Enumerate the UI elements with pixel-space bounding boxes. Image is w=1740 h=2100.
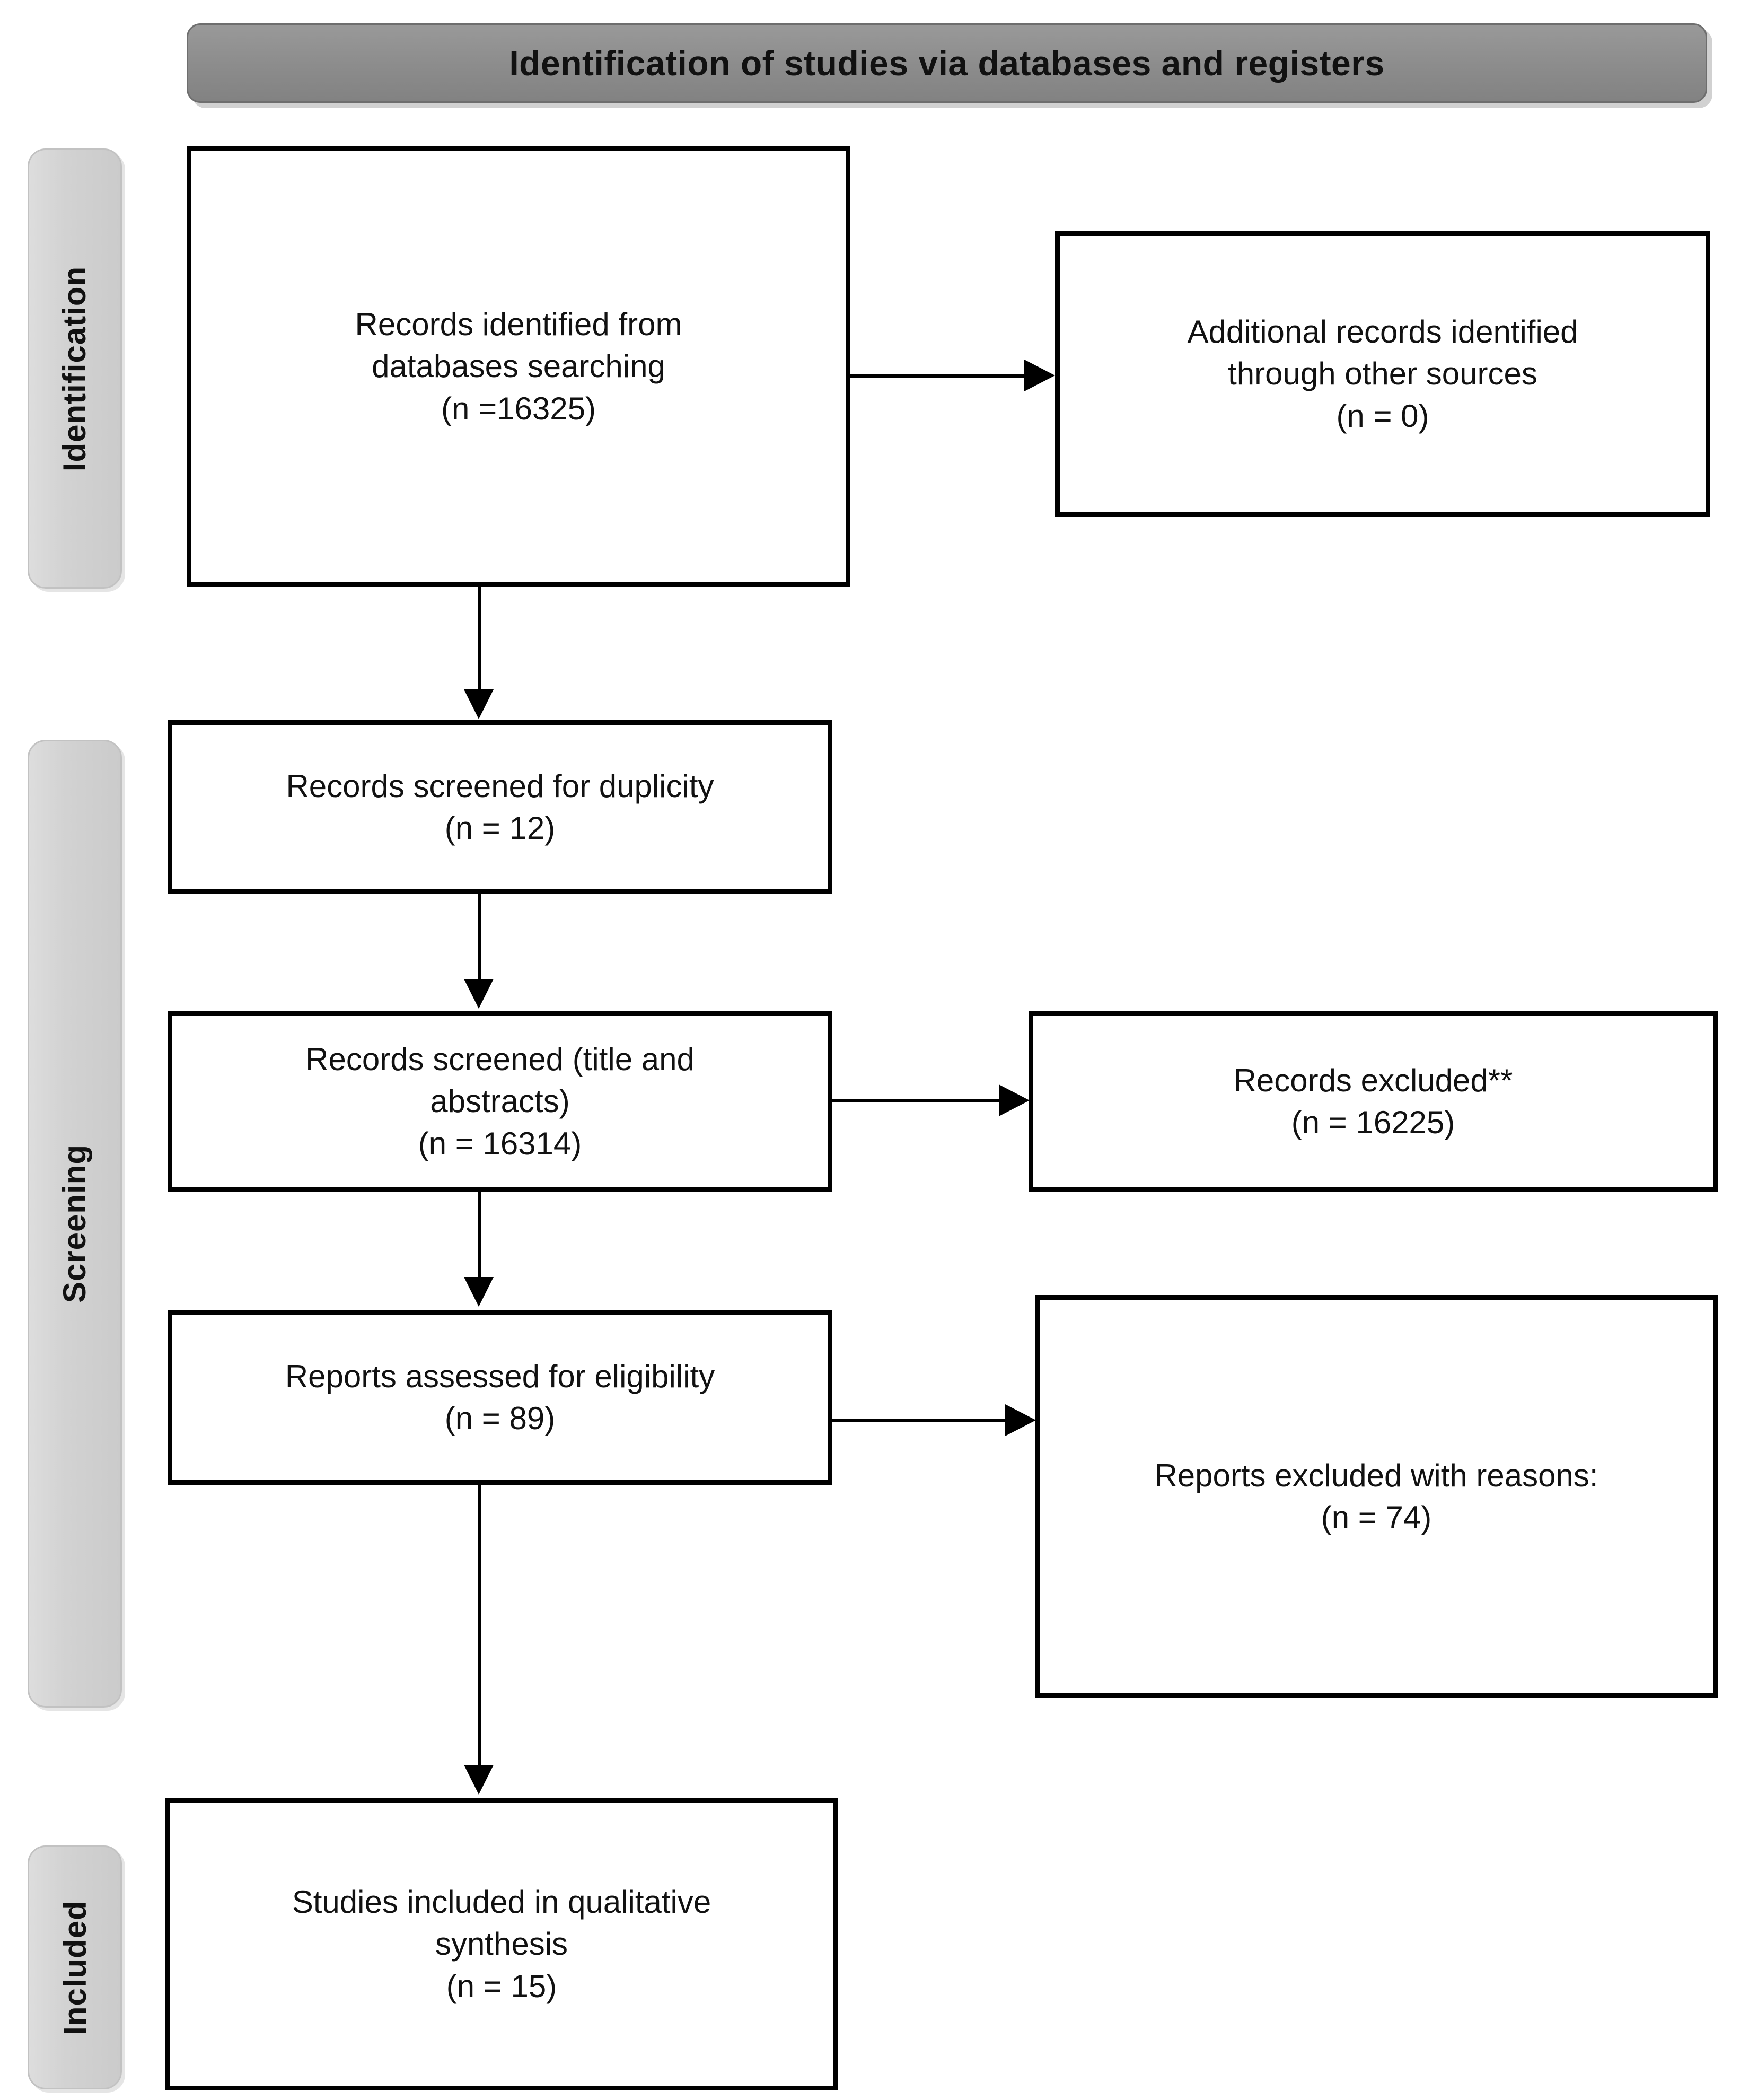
- arrow-down-icon-identified-to-duplicity: [464, 689, 494, 719]
- box-additional-records: Additional records identified through ot…: [1055, 231, 1710, 517]
- box-additional-records-text: Additional records identified through ot…: [1187, 314, 1578, 434]
- stage-pill-identification: Identification: [28, 148, 122, 589]
- arrow-right-icon-eligibility-to-reports-excluded: [1005, 1404, 1036, 1436]
- box-records-screened-title-abstracts: Records screened (title and abstracts) (…: [168, 1011, 832, 1192]
- arrow-down-icon-eligibility-to-included: [464, 1765, 494, 1795]
- stage-pill-screening: Screening: [28, 740, 122, 1708]
- box-records-screened-duplicity-text: Records screened for duplicity (n = 12): [286, 768, 714, 846]
- connector-screened-to-records-excluded-line: [832, 1099, 1000, 1102]
- arrow-right-icon-screened-to-records-excluded: [999, 1084, 1030, 1116]
- connector-duplicity-to-screened-line: [478, 894, 481, 980]
- connector-screened-to-eligibility-line: [478, 1192, 481, 1278]
- box-records-screened-duplicity: Records screened for duplicity (n = 12): [168, 720, 832, 894]
- box-reports-excluded-with-reasons-text: Reports excluded with reasons: (n = 74): [1154, 1457, 1598, 1535]
- arrow-right-icon-identified-to-additional: [1024, 360, 1055, 391]
- box-studies-included-qualitative-synthesis-text: Studies included in qualitative synthesi…: [292, 1884, 711, 2004]
- stage-label-identification: Identification: [57, 266, 93, 471]
- phase-header-title: Identification of studies via databases …: [509, 43, 1385, 83]
- arrow-down-icon-duplicity-to-screened: [464, 979, 494, 1009]
- stage-label-included: Included: [57, 1900, 93, 2035]
- connector-identified-to-duplicity-line: [478, 587, 481, 693]
- stage-pill-included: Included: [28, 1845, 122, 2089]
- box-reports-excluded-with-reasons: Reports excluded with reasons: (n = 74): [1035, 1295, 1718, 1698]
- box-reports-assessed-eligibility-text: Reports assessed for eligibility (n = 89…: [285, 1358, 715, 1436]
- box-records-identified-text: Records identified from databases search…: [355, 307, 682, 426]
- stage-label-screening: Screening: [57, 1144, 93, 1303]
- box-records-identified: Records identified from databases search…: [187, 146, 850, 587]
- box-records-excluded: Records excluded** (n = 16225): [1029, 1011, 1718, 1192]
- box-records-screened-title-abstracts-text: Records screened (title and abstracts) (…: [305, 1042, 695, 1161]
- arrow-down-icon-screened-to-eligibility: [464, 1277, 494, 1307]
- connector-eligibility-to-reports-excluded-line: [832, 1419, 1006, 1422]
- connector-eligibility-to-included-line: [478, 1485, 481, 1767]
- phase-header-banner: Identification of studies via databases …: [187, 23, 1707, 103]
- connector-identified-to-additional-line: [850, 374, 1025, 378]
- box-studies-included-qualitative-synthesis: Studies included in qualitative synthesi…: [165, 1798, 838, 2090]
- box-records-excluded-text: Records excluded** (n = 16225): [1233, 1062, 1513, 1140]
- box-reports-assessed-eligibility: Reports assessed for eligibility (n = 89…: [168, 1310, 832, 1485]
